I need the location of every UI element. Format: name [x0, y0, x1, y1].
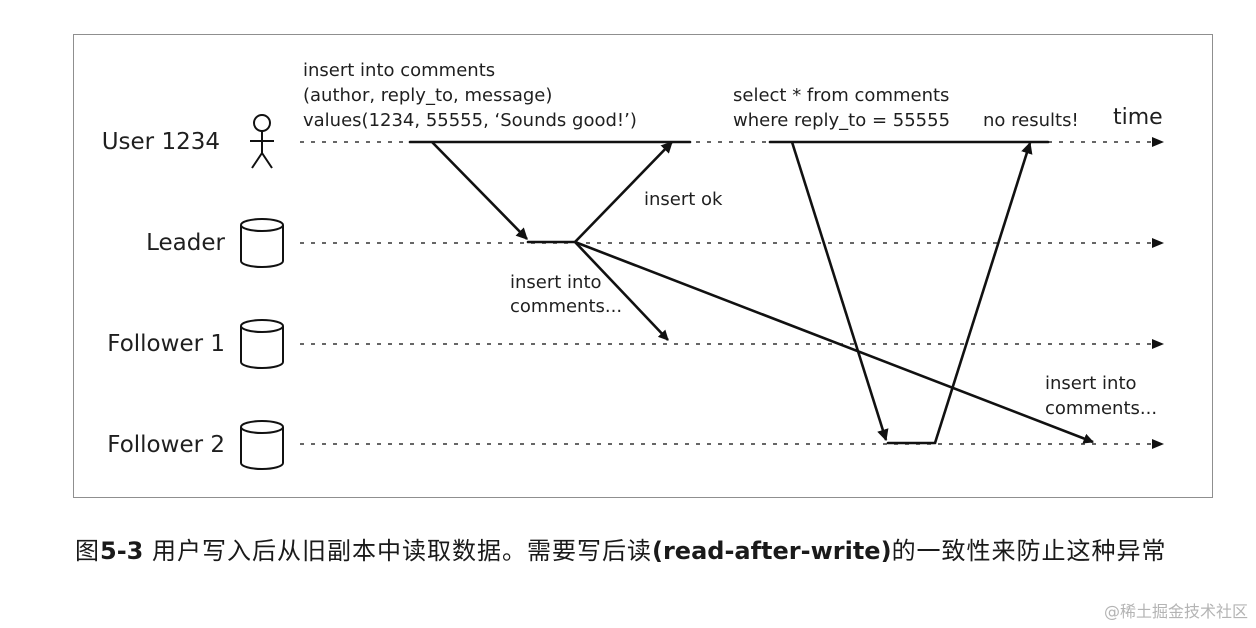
read-response-arrow: [933, 141, 1033, 444]
replication-f1-line-1: insert into: [510, 272, 602, 293]
no-results-label: no results!: [983, 110, 1079, 131]
caption-text-2: 的一致性来防止这种异常: [891, 537, 1167, 565]
lane-label-follower-1: Follower 1: [107, 331, 225, 357]
caption-term: (read-after-write): [652, 537, 892, 565]
replication-label-follower-2: insert into comments...: [1045, 373, 1157, 419]
time-axis-label: time: [1113, 105, 1163, 130]
lane-label-follower-2: Follower 2: [107, 432, 225, 458]
timeline-arrowhead-follower-2: [1152, 439, 1164, 449]
timeline-arrowhead-leader: [1152, 238, 1164, 248]
read-request-arrow: [790, 141, 889, 442]
database-icon-leader: [240, 218, 284, 268]
replication-f1-line-2: comments...: [510, 296, 622, 317]
write-request-line-1: insert into comments: [303, 60, 495, 81]
replication-label-follower-1: insert into comments...: [510, 272, 622, 317]
read-request-line-1: select * from comments: [733, 85, 949, 106]
caption-text-1: 用户写入后从旧副本中读取数据。需要写后读: [143, 537, 652, 565]
watermark: @稀土掘金技术社区: [1103, 602, 1248, 621]
diagram-frame: [73, 34, 1213, 498]
caption-figure-number: 5-3: [100, 537, 144, 565]
write-request-line-3: values(1234, 55555, ‘Sounds good!’): [303, 110, 637, 131]
replication-arrow-follower-2: [574, 240, 1094, 444]
database-icon-follower-2: [240, 420, 284, 470]
user-icon: [250, 114, 274, 169]
timeline-arrowhead-user: [1152, 137, 1164, 147]
read-request-line-2: where reply_to = 55555: [733, 110, 950, 131]
insert-ok-arrow: [574, 141, 673, 243]
caption-prefix: 图: [75, 537, 100, 565]
replication-f2-line-2: comments...: [1045, 398, 1157, 419]
write-request-label: insert into comments (author, reply_to, …: [303, 60, 637, 131]
timeline-arrowhead-follower-1: [1152, 339, 1164, 349]
replication-f2-line-1: insert into: [1045, 373, 1137, 394]
write-request-line-2: (author, reply_to, message): [303, 85, 552, 106]
write-request-arrow: [431, 141, 528, 240]
read-request-label: select * from comments where reply_to = …: [733, 85, 950, 131]
figure-caption: 图5-3 用户写入后从旧副本中读取数据。需要写后读(read-after-wri…: [75, 528, 1225, 574]
database-icon-follower-1: [240, 319, 284, 369]
insert-ok-label: insert ok: [644, 189, 723, 210]
lane-label-leader: Leader: [146, 230, 225, 256]
lane-label-user: User 1234: [102, 129, 220, 155]
replication-arrow-follower-1: [574, 241, 669, 341]
